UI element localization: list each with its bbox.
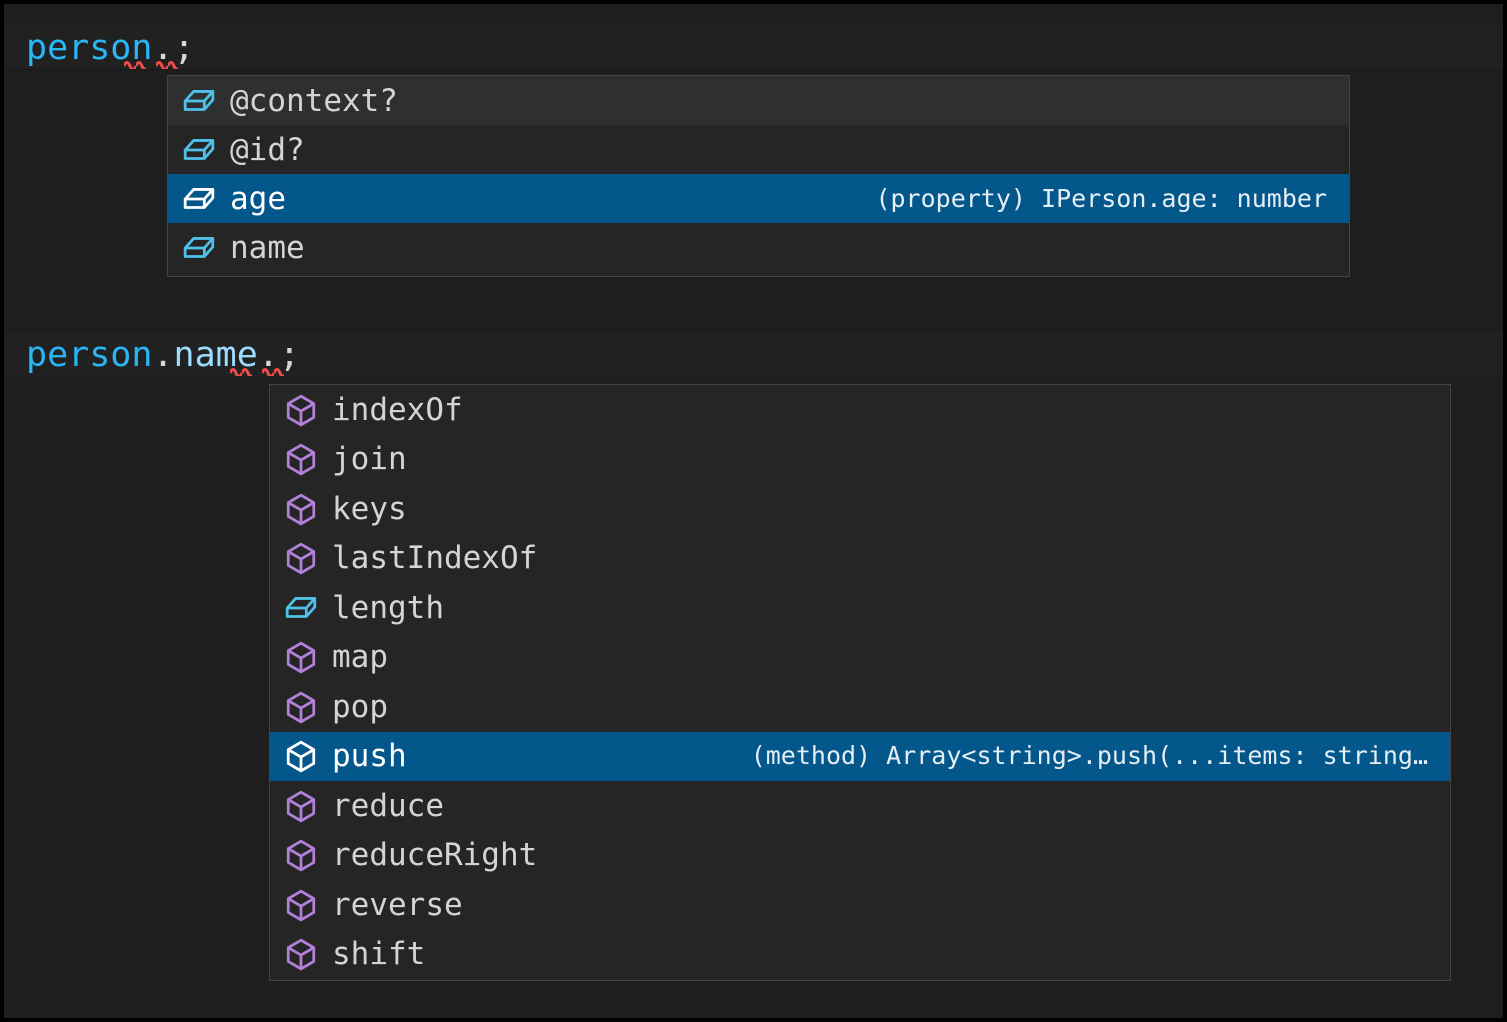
method-cube-icon	[286, 790, 316, 823]
method-cube-icon	[286, 691, 316, 724]
error-squiggle-semicolon-2	[262, 366, 284, 376]
suggest-item-context[interactable]: @context?	[168, 76, 1349, 125]
property-cube-icon	[183, 89, 215, 111]
code-token-punctuation: .	[152, 28, 174, 68]
suggest-item-lastindexof[interactable]: lastIndexOf	[270, 534, 1450, 584]
suggest-item-reverse[interactable]: reverse	[270, 880, 1450, 930]
suggest-item-label: pop	[332, 688, 388, 725]
method-cube-icon	[286, 642, 316, 674]
suggest-item-label: @context?	[230, 82, 398, 119]
method-cube-icon	[286, 394, 316, 427]
suggest-item-shift[interactable]: shift	[270, 930, 1450, 980]
code-token-punctuation: ;	[278, 335, 300, 375]
suggest-item-label: lastIndexOf	[332, 540, 538, 577]
suggest-item-label: reduceRight	[332, 837, 538, 874]
code-line-1[interactable]: person.;	[26, 26, 195, 70]
method-cube-icon	[286, 840, 316, 872]
suggest-item-id[interactable]: @id?	[168, 125, 1349, 174]
suggest-item-push[interactable]: push (method) Array<string>.push(...items…	[270, 731, 1450, 781]
suggest-item-name[interactable]: name	[168, 223, 1349, 272]
code-line-band-1	[4, 22, 1503, 70]
suggest-item-map[interactable]: map	[270, 633, 1450, 683]
suggest-item-label: join	[332, 441, 407, 478]
property-cube-icon	[183, 138, 215, 160]
method-cube-icon	[286, 543, 316, 575]
suggest-item-length[interactable]: length	[270, 583, 1450, 633]
code-line-2[interactable]: person.name.;	[26, 333, 300, 377]
method-cube-icon	[286, 889, 316, 922]
method-cube-icon	[286, 741, 316, 773]
suggest-widget-person-name[interactable]: indexOf join keys lastIndexOf length map pop pu…	[269, 384, 1451, 981]
editor-canvas: person.; @context? @id? age (property) IPer…	[4, 4, 1503, 1018]
suggest-item-label: age	[230, 180, 286, 217]
error-squiggle-semicolon-1	[156, 59, 178, 69]
code-token-identifier: person	[26, 335, 153, 375]
suggest-item-label: reverse	[332, 886, 463, 923]
suggest-item-pop[interactable]: pop	[270, 682, 1450, 732]
suggest-item-label: keys	[332, 490, 407, 527]
error-squiggle-dot-1	[124, 59, 146, 69]
suggest-item-label: name	[230, 229, 305, 266]
suggest-item-label: indexOf	[332, 391, 463, 428]
error-squiggle-dot-2	[230, 366, 252, 376]
suggest-item-reduceright[interactable]: reduceRight	[270, 831, 1450, 881]
suggest-item-join[interactable]: join	[270, 435, 1450, 485]
suggest-item-label: reduce	[332, 787, 444, 824]
code-token-punctuation: .	[257, 335, 279, 375]
code-token-punctuation: .	[152, 335, 174, 375]
method-cube-icon	[286, 444, 316, 476]
property-cube-icon	[183, 236, 215, 258]
suggest-item-detail: (property) IPerson.age: number	[875, 183, 1327, 213]
suggest-item-indexof[interactable]: indexOf	[270, 385, 1450, 435]
suggest-item-keys[interactable]: keys	[270, 484, 1450, 534]
suggest-item-label: @id?	[230, 131, 305, 168]
code-line-band-2	[4, 329, 1503, 377]
suggest-item-label: shift	[332, 936, 426, 973]
property-cube-icon	[285, 596, 317, 618]
suggest-item-detail: (method) Array<string>.push(...items: st…	[750, 741, 1428, 771]
suggest-item-label: length	[332, 589, 444, 626]
suggest-item-age[interactable]: age (property) IPerson.age: number	[168, 174, 1349, 223]
suggest-item-label: push	[332, 738, 407, 775]
method-cube-icon	[286, 493, 316, 526]
suggest-item-reduce[interactable]: reduce	[270, 781, 1450, 831]
property-cube-icon	[183, 187, 215, 209]
suggest-widget-person[interactable]: @context? @id? age (property) IPerson.age: …	[167, 75, 1350, 277]
method-cube-icon	[286, 939, 316, 971]
code-token-punctuation: ;	[173, 28, 195, 68]
suggest-item-label: map	[332, 639, 388, 676]
